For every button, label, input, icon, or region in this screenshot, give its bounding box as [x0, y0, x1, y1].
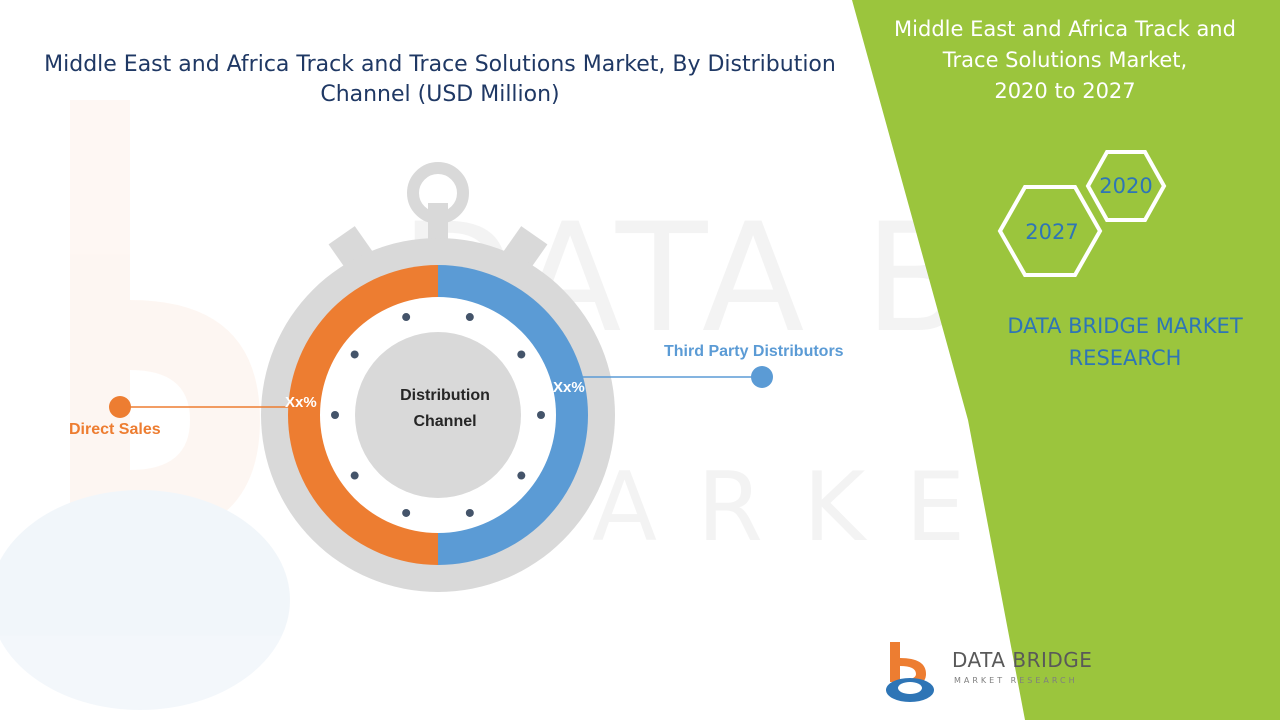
brand-text: DATA BRIDGE MARKET RESEARCH [990, 310, 1260, 374]
side-title-line2: Trace Solutions Market, [942, 48, 1188, 72]
side-title-line1: Middle East and Africa Track and [894, 17, 1236, 41]
center-label-line1: Distribution [400, 387, 490, 404]
dial-dot [402, 313, 411, 322]
dial-dot [350, 350, 359, 359]
third-party-label: Third Party Distributors [664, 343, 844, 360]
hex-label-2020: 2020 [1099, 174, 1153, 198]
logo-tagline: MARKET RESEARCH [954, 676, 1078, 685]
dial-dot [350, 471, 359, 480]
chart-title: Middle East and Africa Track and Trace S… [44, 52, 836, 107]
chart-center-label: Distribution Channel [360, 383, 530, 435]
dial-dots [331, 313, 545, 517]
center-label-line2: Channel [413, 413, 477, 430]
donut-center-disc [355, 332, 521, 498]
third-party-data-label: Xx% [553, 379, 585, 396]
hex-label-2027: 2027 [1025, 220, 1079, 244]
dial-dot [465, 508, 474, 517]
data-bridge-logo-icon [886, 642, 934, 702]
hexagon-2027 [997, 185, 1103, 277]
logo-name: DATA BRIDGE [952, 648, 1093, 672]
direct-sales-marker [109, 396, 131, 418]
side-title-line3: 2020 to 2027 [994, 79, 1136, 103]
direct-sales-data-label: Xx% [285, 394, 317, 411]
brand-line1: DATA BRIDGE MARKET [1007, 314, 1243, 338]
side-panel-title: Middle East and Africa Track and Trace S… [870, 14, 1260, 107]
dial-dot [537, 411, 545, 419]
third-party-marker [751, 366, 773, 388]
direct-sales-label: Direct Sales [69, 421, 161, 438]
stopwatch-stem [428, 203, 448, 243]
dial-dot [402, 508, 411, 517]
dial-dot [517, 350, 526, 359]
brand-line2: RESEARCH [1068, 346, 1182, 370]
dial-dot [331, 411, 339, 419]
dial-dot [465, 313, 474, 322]
hexagon-2020 [1085, 150, 1167, 222]
dial-dot [517, 471, 526, 480]
